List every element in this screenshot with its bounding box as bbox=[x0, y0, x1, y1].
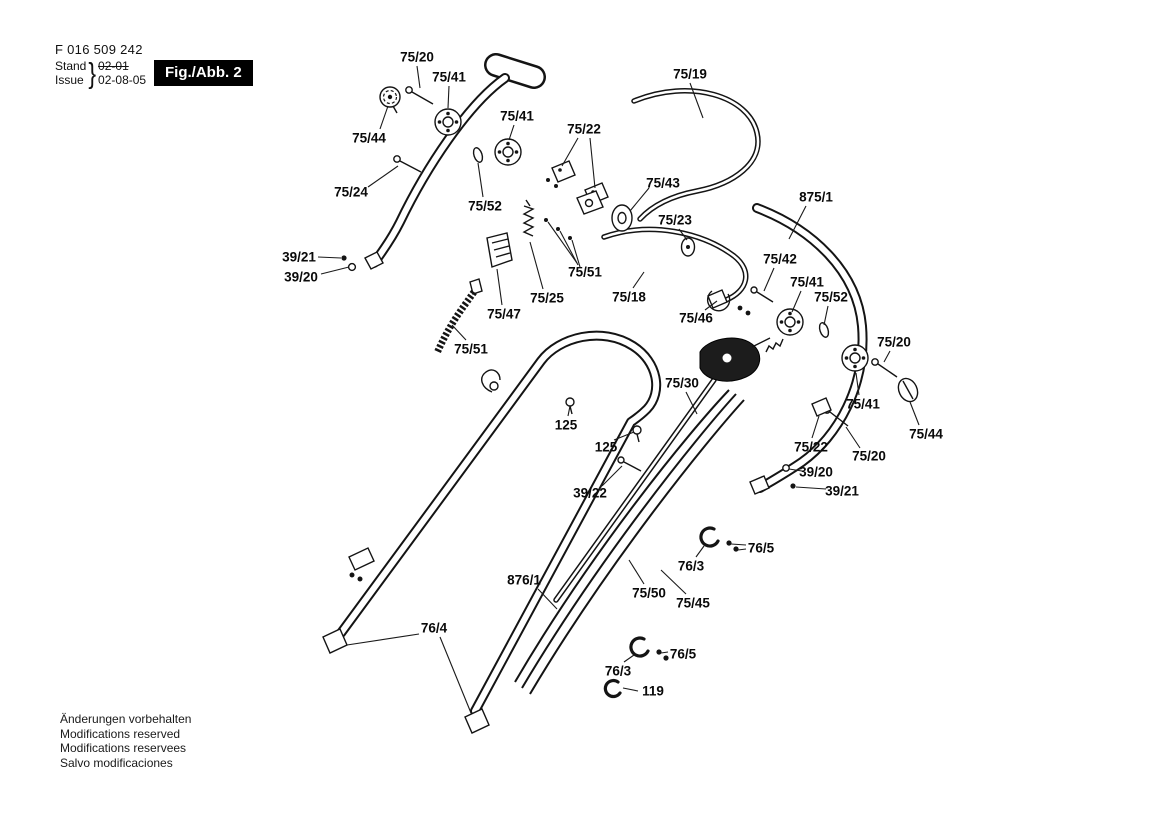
part-label-76-4: 76/4 bbox=[420, 620, 448, 636]
part-label-39-21: 39/21 bbox=[825, 483, 859, 499]
document-number: F 016 509 242 bbox=[55, 42, 143, 57]
small-hardware bbox=[433, 147, 832, 699]
part-label-75-44: 75/44 bbox=[909, 426, 943, 442]
part-label-75-25: 75/25 bbox=[530, 290, 564, 306]
stand-value: 02-01 bbox=[98, 59, 129, 73]
switch-assembly bbox=[699, 337, 784, 382]
part-label-875-1: 875/1 bbox=[799, 189, 833, 205]
part-label-75-23: 75/23 bbox=[658, 212, 692, 228]
part-label-75-30: 75/30 bbox=[665, 375, 699, 391]
part-label-75-20: 75/20 bbox=[852, 448, 886, 464]
part-label-75-42: 75/42 bbox=[763, 251, 797, 267]
part-label-75-19: 75/19 bbox=[673, 66, 707, 82]
part-label-39-20: 39/20 bbox=[284, 269, 318, 285]
right-handle-tube bbox=[749, 203, 868, 495]
brace-glyph: } bbox=[88, 56, 97, 89]
part-label-76-3: 76/3 bbox=[677, 558, 705, 574]
part-label-125: 125 bbox=[554, 417, 578, 433]
part-label-75-52: 75/52 bbox=[814, 289, 848, 305]
part-label-75-20: 75/20 bbox=[877, 334, 911, 350]
part-label-76-5: 76/5 bbox=[747, 540, 775, 556]
lower-bail-wire bbox=[601, 226, 749, 303]
wheel-discs bbox=[434, 108, 869, 372]
part-label-75-41: 75/41 bbox=[790, 274, 824, 290]
issue-value: 02-08-05 bbox=[98, 73, 147, 87]
note-de: Änderungen vorbehalten bbox=[60, 712, 192, 726]
part-label-39-20: 39/20 bbox=[799, 464, 833, 480]
bail-wire bbox=[631, 88, 761, 222]
part-label-876-1: 876/1 bbox=[507, 572, 541, 588]
part-label-75-50: 75/50 bbox=[632, 585, 666, 601]
upper-handle-tube bbox=[364, 53, 546, 270]
part-label-75-41: 75/41 bbox=[432, 69, 466, 85]
part-label-75-51: 75/51 bbox=[454, 341, 488, 357]
part-label-75-41: 75/41 bbox=[500, 108, 534, 124]
stand-label: Stand bbox=[55, 59, 87, 73]
part-label-75-45: 75/45 bbox=[676, 595, 710, 611]
part-label-75-43: 75/43 bbox=[646, 175, 680, 191]
leader-lines bbox=[317, 65, 920, 714]
revision-block: Stand Issue } 02-01 02-08-05 bbox=[55, 56, 147, 89]
part-label-75-47: 75/47 bbox=[487, 306, 521, 322]
part-label-75-52: 75/52 bbox=[468, 198, 502, 214]
part-label-76-5: 76/5 bbox=[669, 646, 697, 662]
part-label-75-44: 75/44 bbox=[352, 130, 386, 146]
note-en: Modifications reserved bbox=[60, 726, 181, 741]
part-label-125: 125 bbox=[594, 439, 618, 455]
part-label-75-20: 75/20 bbox=[400, 49, 434, 65]
issue-label: Issue bbox=[55, 73, 84, 87]
note-es: Salvo modificaciones bbox=[60, 755, 173, 770]
part-label-75-22: 75/22 bbox=[567, 121, 601, 137]
figure-number-badge: Fig./Abb. 2 bbox=[154, 60, 253, 86]
document-header: F 016 509 242 Stand Issue } 02-01 02-08-… bbox=[55, 42, 147, 89]
part-label-75-18: 75/18 bbox=[612, 289, 646, 305]
part-label-75-51: 75/51 bbox=[568, 264, 602, 280]
part-label-75-41: 75/41 bbox=[846, 396, 880, 412]
part-label-75-24: 75/24 bbox=[334, 184, 368, 200]
part-label-75-22: 75/22 bbox=[794, 439, 828, 455]
part-label-75-46: 75/46 bbox=[679, 310, 713, 326]
part-label-76-3: 76/3 bbox=[604, 663, 632, 679]
part-label-39-21: 39/21 bbox=[282, 249, 316, 265]
lower-handle-frame bbox=[322, 330, 662, 734]
note-fr: Modifications reservees bbox=[60, 741, 187, 755]
control-cables bbox=[514, 377, 745, 695]
part-label-119: 119 bbox=[642, 683, 664, 699]
part-label-39-22: 39/22 bbox=[573, 485, 607, 501]
legal-notes: Änderungen vorbehalten Modifications res… bbox=[60, 712, 191, 770]
star-knobs bbox=[379, 86, 919, 403]
